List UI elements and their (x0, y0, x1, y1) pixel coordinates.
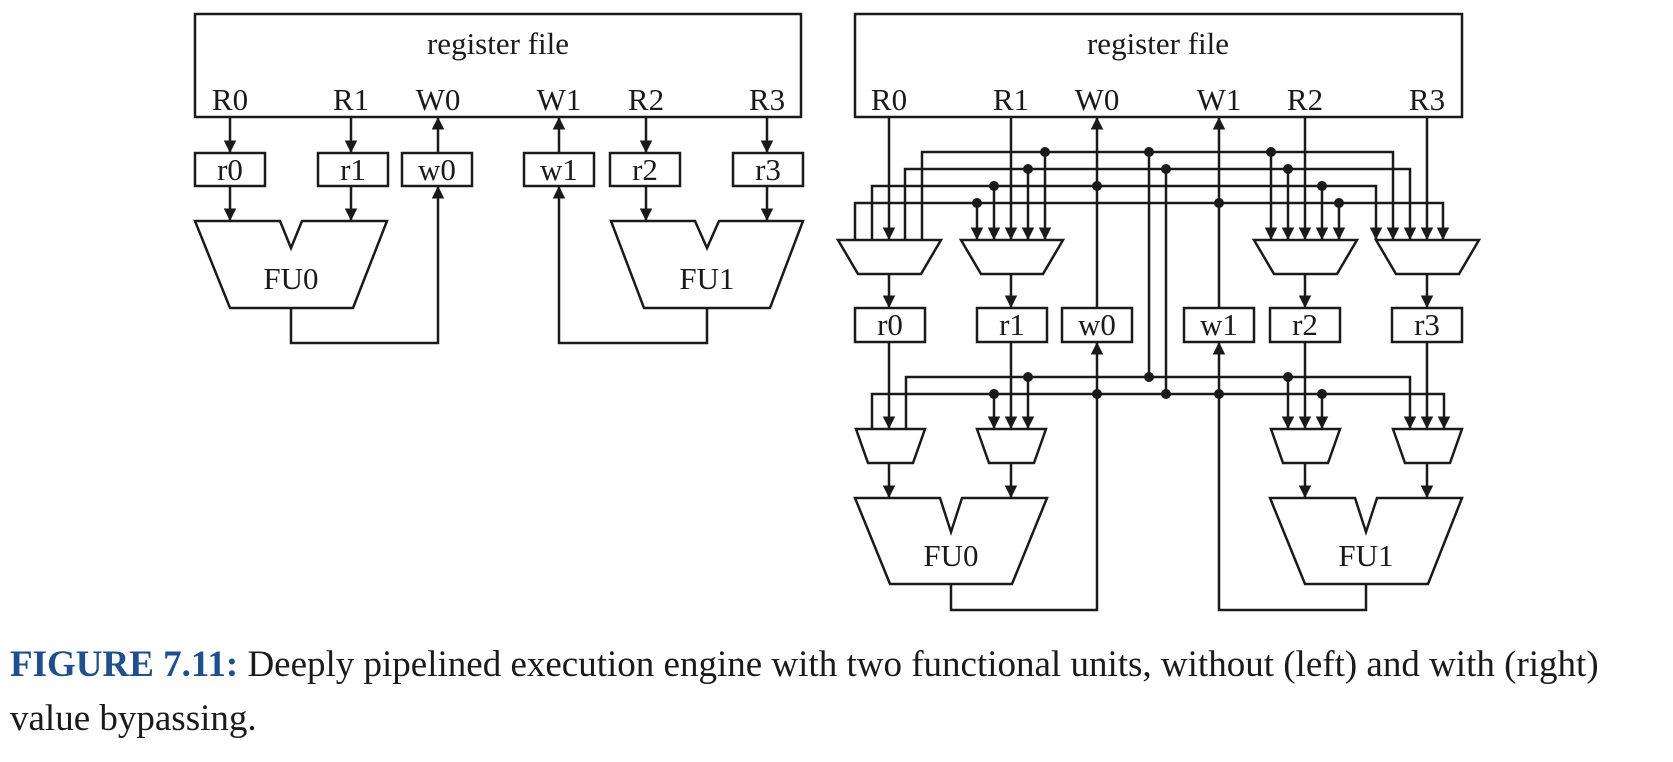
left-diagram (193, 12, 805, 345)
caption-text: Deeply pipelined execution engine with t… (10, 644, 1599, 739)
right-latch-r1: r1 (999, 307, 1025, 342)
left-port-r3: R3 (749, 82, 785, 117)
right-port-r1: R1 (993, 82, 1029, 117)
left-port-r0: R0 (212, 82, 248, 117)
left-port-w0: W0 (416, 82, 461, 117)
left-register-file-label: register file (427, 26, 569, 61)
left-latch-r1-box (316, 151, 390, 188)
mux-top-2 (1251, 238, 1360, 276)
left-latch-w0: w0 (418, 152, 456, 187)
right-latch-r0: r0 (877, 307, 903, 342)
mux-bot-1 (975, 427, 1048, 465)
right-latch-r3: r3 (1414, 307, 1440, 342)
figure-caption: FIGURE 7.11: Deeply pipelined execution … (10, 638, 1650, 746)
left-latch-r1: r1 (340, 152, 366, 187)
mux-top-0 (835, 238, 944, 276)
right-diagram (835, 12, 1482, 612)
junction-dots (972, 147, 1344, 399)
left-fu1-shape (609, 219, 805, 310)
right-fu0-shape (853, 496, 1049, 586)
left-port-r2: R2 (628, 82, 664, 117)
right-latch-w0: w0 (1078, 307, 1116, 342)
right-port-w0: W0 (1075, 82, 1120, 117)
right-port-r0: R0 (871, 82, 907, 117)
right-register-file-label: register file (1087, 26, 1229, 61)
right-latch-w1: w1 (1200, 307, 1238, 342)
left-fu0-shape (193, 219, 389, 310)
left-latch-r2: r2 (632, 152, 658, 187)
right-port-w1: W1 (1197, 82, 1242, 117)
right-fu0-label: FU0 (923, 538, 978, 573)
left-port-r1: R1 (333, 82, 369, 117)
left-port-w1: W1 (537, 82, 582, 117)
left-latch-r0: r0 (217, 152, 243, 187)
pipeline-diagram: register file R0 R1 W0 W1 R2 R3 r0 r1 w0… (193, 12, 1482, 612)
left-latch-r3: r3 (755, 152, 781, 187)
mux-top-3 (1373, 238, 1482, 276)
right-latch-r2: r2 (1292, 307, 1318, 342)
right-fu1-shape (1268, 496, 1464, 586)
right-port-r3: R3 (1409, 82, 1445, 117)
right-register-file (853, 12, 1464, 119)
right-fu1-label: FU1 (1338, 538, 1393, 573)
right-port-r2: R2 (1287, 82, 1323, 117)
mux-top-1 (958, 238, 1066, 276)
mux-bot-3 (1391, 427, 1464, 465)
left-fu0-label: FU0 (263, 261, 318, 296)
left-register-file (193, 12, 803, 119)
mux-bot-0 (854, 427, 927, 465)
mux-bot-2 (1269, 427, 1342, 465)
figure-label: FIGURE 7.11: (10, 644, 239, 685)
left-latch-w1: w1 (540, 152, 578, 187)
left-fu1-label: FU1 (679, 261, 734, 296)
